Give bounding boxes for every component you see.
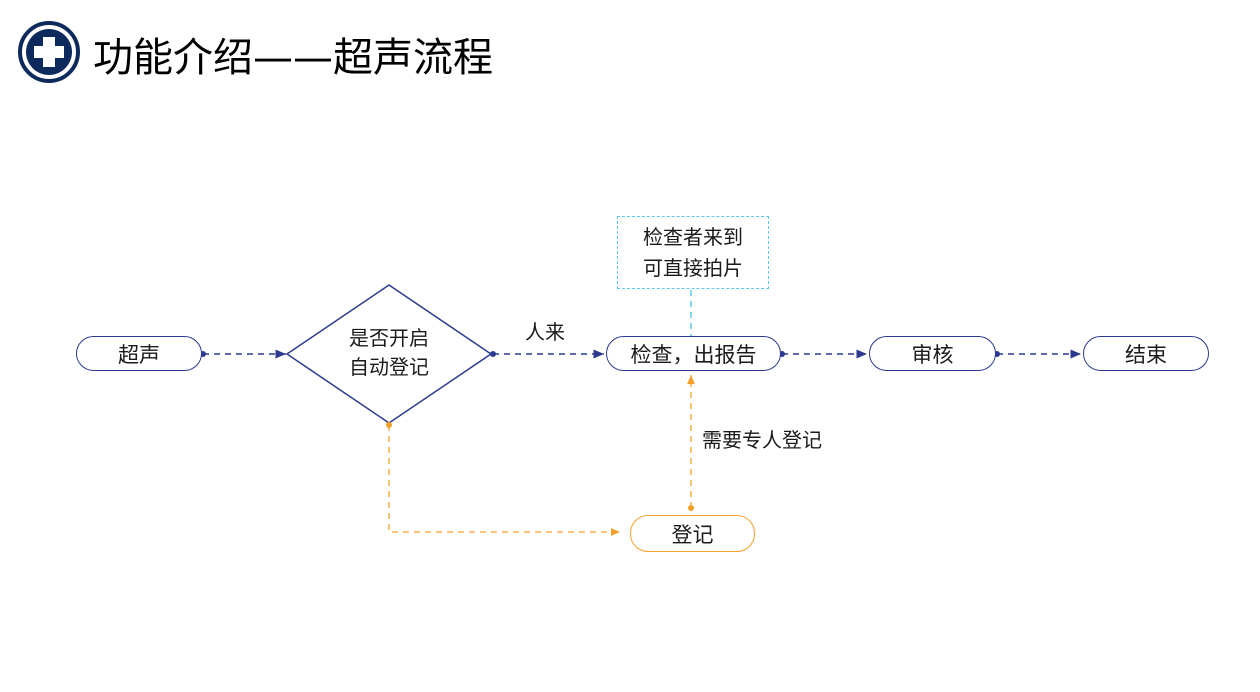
node-register: 登记 xyxy=(630,515,755,552)
decision-line1: 是否开启 xyxy=(349,326,429,350)
page-title: 功能介绍——超声流程 xyxy=(93,35,493,81)
node-start: 超声 xyxy=(76,336,202,371)
edge-label-need-register: 需要专人登记 xyxy=(702,428,822,452)
note-box: 检查者来到 可直接拍片 xyxy=(617,216,769,289)
node-decision: 是否开启 自动登记 xyxy=(320,324,458,382)
note-line1: 检查者来到 xyxy=(643,224,743,249)
header-icon xyxy=(18,21,80,83)
node-exam: 检查，出报告 xyxy=(606,336,781,371)
edge-label-person-arrives: 人来 xyxy=(525,320,565,344)
edge-decision-register xyxy=(388,425,620,536)
node-review: 审核 xyxy=(869,336,996,371)
node-end: 结束 xyxy=(1083,336,1209,371)
decision-line2: 自动登记 xyxy=(349,355,429,379)
note-line2: 可直接拍片 xyxy=(643,255,743,280)
